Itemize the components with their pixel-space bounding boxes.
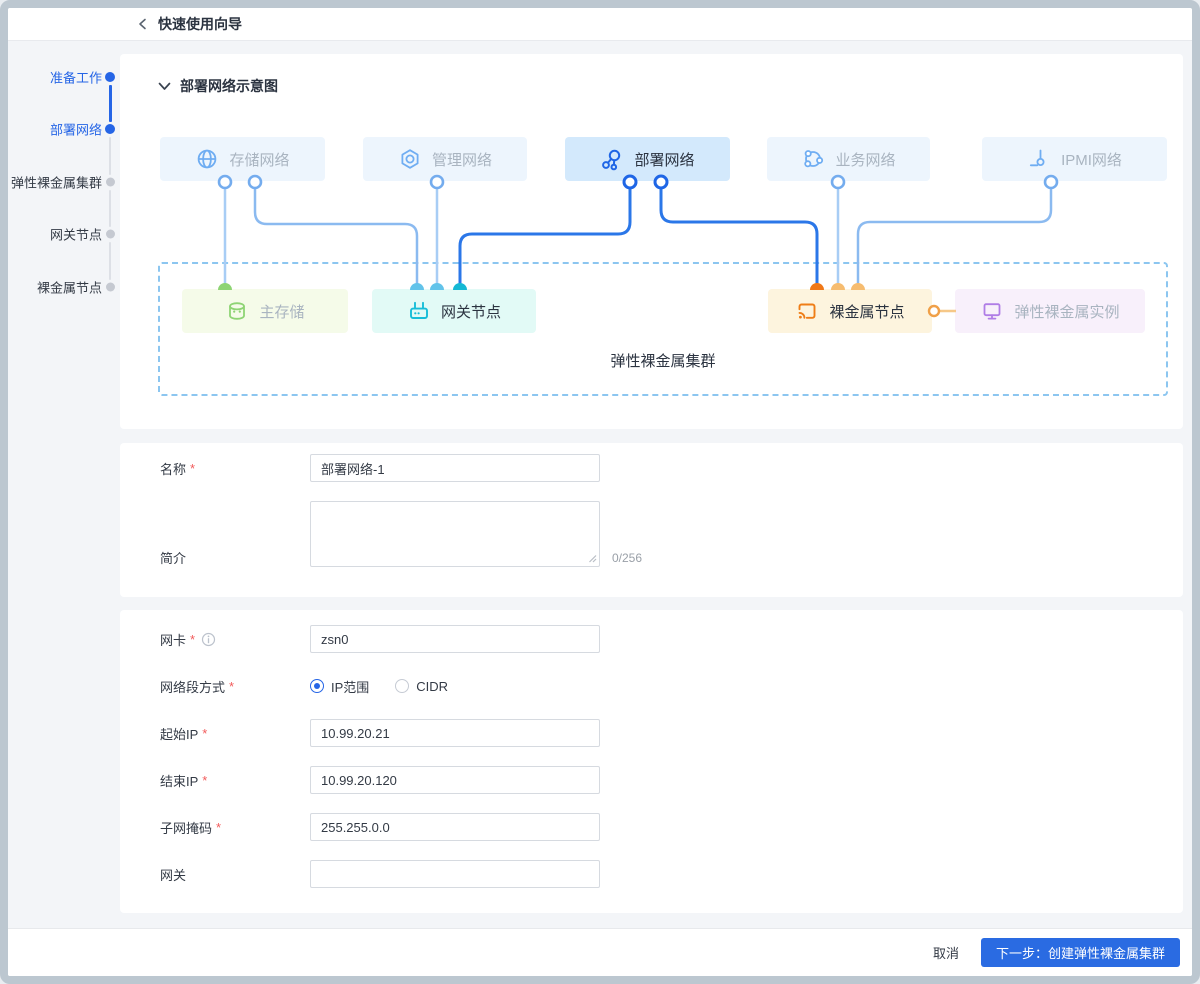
char-counter: 0/256 [612,551,643,565]
info-icon[interactable] [201,632,216,647]
segment-mode-radio-group: IP范围 CIDR [310,672,448,700]
network-box-deployment: 部署网络 [565,137,730,181]
start-ip-input[interactable] [310,719,600,747]
name-input[interactable] [310,454,600,482]
step-dot [106,282,115,292]
subnet-mask-label: 子网掩码 * [160,819,222,836]
share-nodes-icon [602,149,621,171]
node-box-label: 弹性裸金属实例 [1014,303,1120,321]
node-box-elastic-instance: 弹性裸金属实例 [955,289,1145,333]
wizard-header: 快速使用向导 [8,8,1192,41]
required-mark: * [216,819,222,835]
nic-label: 网卡 * [160,625,310,653]
back-button[interactable] [136,17,149,31]
radio-cidr[interactable]: CIDR [395,679,448,694]
network-box-business: 业务网络 [767,137,930,181]
chevron-down-icon [158,82,171,90]
network-box-storage: 存储网络 [160,137,325,181]
segment-mode-label: 网络段方式 * [160,678,235,695]
network-box-label: 存储网络 [229,151,290,169]
step-connector [109,242,111,280]
end-ip-label: 结束IP * [160,772,208,789]
basic-info-card: 名称 * 简介 0/256 [120,443,1183,597]
radio-selected-icon [310,679,324,693]
resize-handle-icon[interactable] [588,554,597,563]
node-box-label: 网关节点 [440,303,501,321]
wizard-footer: 取消 下一步：创建弹性裸金属集群 [8,928,1192,976]
gateway-input[interactable] [310,860,600,888]
step-label: 网关节点 [49,227,102,243]
collapse-section-button[interactable] [158,82,171,91]
radio-ip-range[interactable]: IP范围 [310,677,369,696]
router-icon [410,301,428,319]
network-config-card: 网卡 * 网络段方式 * [120,610,1183,913]
step-dot [106,177,115,187]
step-connector [109,137,111,175]
end-ip-input[interactable] [310,766,600,794]
wizard-content: 部署网络示意图 存储网络 [120,41,1192,928]
required-mark: * [202,772,208,788]
cancel-button[interactable]: 取消 [933,943,959,962]
step-label: 部署网络 [49,122,102,138]
step-dot [105,72,115,82]
globe-icon [198,149,217,169]
diagram-section-title: 部署网络示意图 [180,78,278,94]
network-box-management: 管理网络 [363,137,527,181]
step-connector [108,85,112,122]
gateway-label: 网关 [160,867,187,883]
step-dot [106,229,115,239]
page-title: 快速使用向导 [158,16,242,32]
ring-nodes-icon [804,150,824,168]
network-box-label: IPMI网络 [1061,151,1122,169]
subnet-mask-input[interactable] [310,813,600,841]
step-label: 弹性裸金属集群 [10,175,102,191]
required-mark: * [190,460,196,476]
node-box-primary-storage: 主存储 [182,289,348,333]
description-textarea[interactable] [310,501,600,567]
network-box-label: 业务网络 [835,151,896,169]
hex-nut-icon [401,149,419,169]
step-label: 裸金属节点 [36,280,102,296]
node-box-label: 主存储 [259,303,305,321]
next-step-button[interactable]: 下一步：创建弹性裸金属集群 [980,938,1180,967]
cast-icon [799,303,816,319]
start-ip-label: 起始IP * [160,725,208,742]
required-mark: * [202,725,208,741]
step-connector [109,190,111,227]
node-box-gateway: 网关节点 [372,289,536,333]
chevron-left-icon [139,18,146,30]
probe-icon [1029,149,1045,167]
name-label: 名称 * [160,460,196,477]
wizard-steps-nav: 准备工作 部署网络 弹性裸金属集群 网关节点 裸金属节点 [8,41,120,928]
step-label: 准备工作 [49,70,102,86]
node-box-baremetal: 裸金属节点 [768,289,932,333]
network-diagram-card: 部署网络示意图 存储网络 [120,54,1183,429]
node-box-label: 裸金属节点 [829,303,905,321]
database-icon [229,302,246,320]
nic-input[interactable] [310,625,600,653]
description-label: 简介 [160,551,187,566]
radio-unselected-icon [395,679,410,693]
network-box-ipmi: IPMI网络 [982,137,1167,181]
required-mark: * [229,678,235,694]
monitor-icon [984,303,1001,320]
elastic-cluster-label: 弹性裸金属集群 [610,353,716,370]
network-box-label: 管理网络 [431,151,492,169]
network-box-label: 部署网络 [634,151,695,169]
required-mark: * [190,631,196,647]
step-dot [105,124,115,134]
